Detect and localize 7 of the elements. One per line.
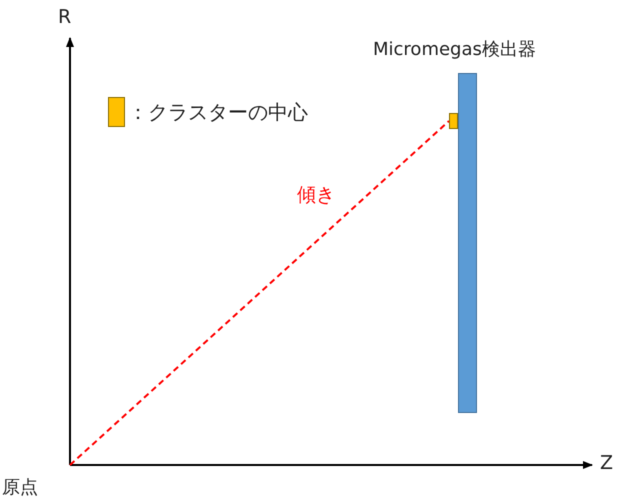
axis-label: R [58, 6, 72, 28]
cluster-center-marker [449, 113, 458, 129]
origin-label: 原点 [2, 476, 38, 499]
axis-label: Z [600, 452, 614, 474]
legend-text: ：クラスターの中心 [128, 99, 308, 126]
detector-label: Micromegas検出器 [373, 38, 536, 61]
dashed-line [69, 120, 450, 466]
